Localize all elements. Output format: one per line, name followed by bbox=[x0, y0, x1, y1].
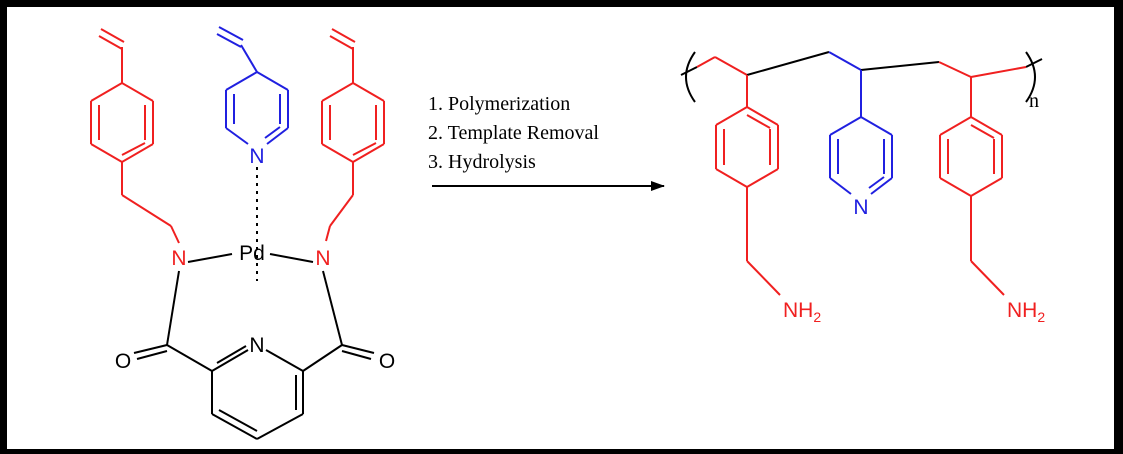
right-aminomethylphenyl bbox=[939, 77, 1005, 296]
polymer-pyridine-nitrogen-label: N bbox=[853, 196, 868, 219]
pd-template-complex: N Pd N N bbox=[90, 26, 395, 440]
pd-coordination-bonds bbox=[187, 167, 314, 281]
step-template-removal: 2. Template Removal bbox=[428, 122, 599, 144]
right-carbonyl-oxygen-label: O bbox=[379, 350, 395, 373]
pyridine-core-nitrogen-label: N bbox=[249, 334, 264, 357]
imprinted-polymer: n NH2 bbox=[680, 51, 1045, 325]
reaction-arrow-group: 1. Polymerization 2. Template Removal 3.… bbox=[428, 93, 665, 191]
scheme-frame: N Pd N N bbox=[4, 4, 1117, 452]
left-carbonyl-oxygen-label: O bbox=[115, 350, 131, 373]
right-amine-text: NH bbox=[1007, 299, 1037, 322]
center-pyridyl-pendant bbox=[829, 70, 893, 195]
left-amine-subscript: 2 bbox=[813, 309, 821, 325]
step-hydrolysis: 3. Hydrolysis bbox=[428, 151, 536, 173]
palladium-label: Pd bbox=[239, 242, 265, 265]
polymer-backbone bbox=[696, 51, 1027, 78]
pyridine-dicarboxamide-core bbox=[133, 270, 375, 440]
right-amine-subscript: 2 bbox=[1037, 309, 1045, 325]
reaction-scheme: N Pd N N bbox=[90, 26, 1045, 440]
right-amide-nitrogen-label: N bbox=[315, 247, 330, 270]
right-styrene-arm bbox=[321, 28, 385, 242]
left-aminomethylphenyl bbox=[715, 75, 781, 296]
left-amine-label: NH2 bbox=[783, 299, 821, 325]
right-amine-label: NH2 bbox=[1007, 299, 1045, 325]
center-vinylpyridine bbox=[216, 26, 289, 145]
repeat-unit-subscript: n bbox=[1029, 90, 1039, 112]
step-polymerization: 1. Polymerization bbox=[428, 93, 570, 115]
left-amide-nitrogen-label: N bbox=[171, 247, 186, 270]
left-styrene-arm bbox=[90, 28, 180, 244]
repeat-brackets bbox=[680, 51, 1043, 103]
left-amine-text: NH bbox=[783, 299, 813, 322]
pyridine-nitrogen-label: N bbox=[249, 145, 264, 168]
